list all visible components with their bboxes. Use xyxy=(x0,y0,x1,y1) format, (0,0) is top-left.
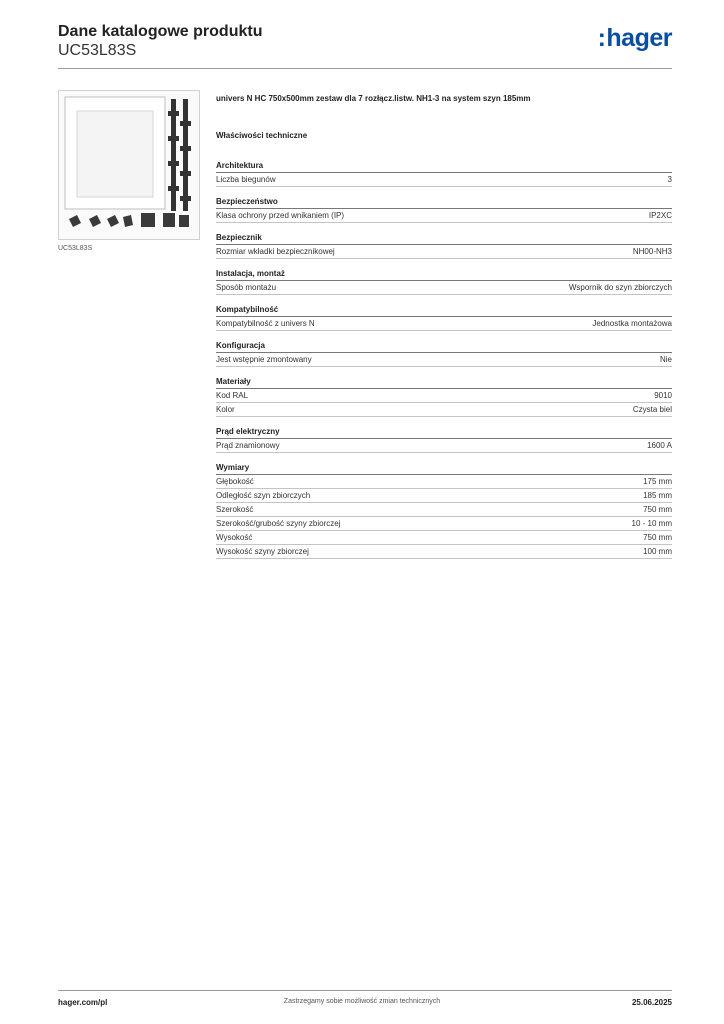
spec-label: Klasa ochrony przed wnikaniem (IP) xyxy=(216,211,345,220)
footer-website[interactable]: hager.com/pl xyxy=(58,998,108,1007)
spec-label: Wysokość xyxy=(216,533,253,542)
spec-value: NH00-NH3 xyxy=(632,247,672,256)
product-code: UC53L83S xyxy=(58,42,137,59)
spec-label: Sposób montażu xyxy=(216,283,277,292)
spec-row: Sposób montażu Wspornik do szyn zbiorczyc… xyxy=(216,281,672,295)
spec-label: Rozmiar wkładki bezpiecznikowej xyxy=(216,247,335,256)
product-description: univers N HC 750x500mm zestaw dla 7 rozł… xyxy=(216,94,531,103)
spec-value: 3 xyxy=(667,175,672,184)
product-specifications: univers N HC 750x500mm zestaw dla 7 rozł… xyxy=(216,94,672,567)
spec-row: Prąd znamionowy 1600 A xyxy=(216,439,672,453)
spec-row: Rozmiar wkładki bezpiecznikowej NH00-NH3 xyxy=(216,245,672,259)
spec-value: 750 mm xyxy=(643,533,672,542)
spec-group-title: Instalacja, montaż xyxy=(216,267,672,281)
spec-value: IP2XC xyxy=(648,211,672,220)
spec-value: 185 mm xyxy=(643,491,672,500)
spec-value: 750 mm xyxy=(643,505,672,514)
spec-row: Jest wstępnie zmontowany Nie xyxy=(216,353,672,367)
spec-label: Szerokość/grubość szyny zbiorczej xyxy=(216,519,341,528)
document-title: Dane katalogowe produktu xyxy=(58,23,263,40)
spec-value: 9010 xyxy=(654,391,672,400)
spec-label: Wysokość szyny zbiorczej xyxy=(216,547,309,556)
page-header: Dane katalogowe produktu UC53L83S :hager xyxy=(58,20,672,70)
spec-row: Szerokość 750 mm xyxy=(216,503,672,517)
spec-group-title: Wymiary xyxy=(216,461,672,475)
spec-row: Kompatybilność z univers N Jednostka mont… xyxy=(216,317,672,331)
spec-row: Odległość szyn zbiorczych 185 mm xyxy=(216,489,672,503)
spec-row: Kod RAL 9010 xyxy=(216,389,672,403)
spec-group-title: Bezpieczeństwo xyxy=(216,195,672,209)
hager-logo: :hager xyxy=(597,24,673,52)
spec-value: 10 - 10 mm xyxy=(631,519,672,528)
spec-row: Kolor Czysta biel xyxy=(216,403,672,417)
spec-label: Kolor xyxy=(216,405,235,414)
spec-value: Czysta biel xyxy=(632,405,672,414)
product-illustration xyxy=(64,96,191,227)
spec-group-title: Kompatybilność xyxy=(216,303,672,317)
spec-row: Liczba biegunów 3 xyxy=(216,173,672,187)
logo-text: hager xyxy=(606,24,672,52)
spec-row: Szerokość/grubość szyny zbiorczej 10 - 10… xyxy=(216,517,672,531)
technical-properties-title: Właściwości techniczne xyxy=(216,131,308,140)
spec-row: Wysokość 750 mm xyxy=(216,531,672,545)
spec-label: Głębokość xyxy=(216,477,254,486)
spec-group-title: Konfiguracja xyxy=(216,339,672,353)
spec-row: Wysokość szyny zbiorczej 100 mm xyxy=(216,545,672,559)
spec-row: Klasa ochrony przed wnikaniem (IP) IP2XC xyxy=(216,209,672,223)
spec-group-title: Bezpiecznik xyxy=(216,231,672,245)
spec-value: 1600 A xyxy=(647,441,672,450)
footer-notice: Zastrzegamy sobie możliwość zmian techni… xyxy=(283,998,441,1005)
spec-value: Wspornik do szyn zbiorczych xyxy=(568,283,672,292)
spec-value: 100 mm xyxy=(643,547,672,556)
spec-value: Nie xyxy=(659,355,672,364)
footer-divider xyxy=(58,990,672,991)
spec-row: Głębokość 175 mm xyxy=(216,475,672,489)
spec-value: 175 mm xyxy=(643,477,672,486)
spec-label: Kod RAL xyxy=(216,391,249,400)
footer-date: 25.06.2025 xyxy=(631,998,672,1007)
spec-label: Odległość szyn zbiorczych xyxy=(216,491,311,500)
header-divider xyxy=(58,68,672,69)
spec-label: Liczba biegunów xyxy=(216,175,276,184)
spec-group-title: Prąd elektryczny xyxy=(216,425,672,439)
spec-label: Szerokość xyxy=(216,505,254,514)
spec-label: Prąd znamionowy xyxy=(216,441,280,450)
spec-label: Kompatybilność z univers N xyxy=(216,319,315,328)
spec-value: Jednostka montażowa xyxy=(592,319,672,328)
spec-group-title: Materiały xyxy=(216,375,672,389)
spec-label: Jest wstępnie zmontowany xyxy=(216,355,312,364)
image-caption: UC53L83S xyxy=(58,245,93,252)
product-image xyxy=(58,90,200,240)
spec-group-title: Architektura xyxy=(216,159,672,173)
